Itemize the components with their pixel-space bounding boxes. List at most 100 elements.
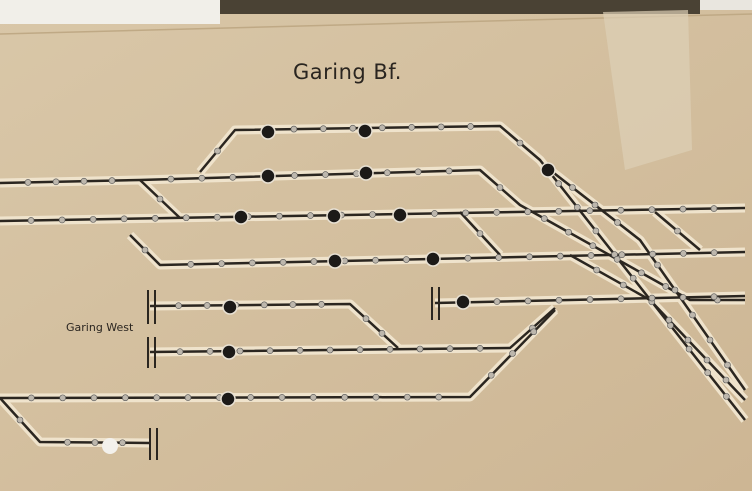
track-lamp xyxy=(362,315,370,322)
track-lamp xyxy=(617,295,625,303)
track-lamp xyxy=(723,393,730,400)
track-lamp xyxy=(27,217,35,224)
track-lamp xyxy=(618,251,626,259)
track-lamp xyxy=(176,348,184,355)
track-lamp xyxy=(24,179,32,186)
switch-button-hole xyxy=(222,299,238,315)
track-lamp xyxy=(378,124,386,132)
track-lamp xyxy=(52,178,60,186)
track-lamp xyxy=(587,252,595,259)
track-lamp xyxy=(435,393,442,401)
track-lamp xyxy=(667,322,674,329)
track-lamp xyxy=(122,394,129,402)
track-lamp xyxy=(648,206,656,213)
track-lamp xyxy=(266,347,274,354)
track-lamp xyxy=(710,249,718,256)
track-lamp xyxy=(593,266,600,274)
track-lamp xyxy=(175,302,182,310)
switch-button-hole xyxy=(540,162,556,178)
track-lamp xyxy=(108,177,116,184)
track-lamp xyxy=(416,345,424,353)
track-lamp xyxy=(291,172,298,179)
track-lamp xyxy=(369,211,376,218)
track-lamp xyxy=(617,206,625,214)
track-lamp xyxy=(431,210,438,217)
track-lamp xyxy=(187,261,195,268)
track-lamp xyxy=(638,269,645,277)
track-lamp xyxy=(710,293,718,301)
track-lamp xyxy=(307,212,314,219)
switch-button-hole xyxy=(392,207,408,223)
track-lamp xyxy=(167,175,175,183)
track-lamp xyxy=(320,125,327,132)
track-lamp xyxy=(356,346,364,353)
track-lamp xyxy=(89,216,97,223)
track-lamp xyxy=(684,336,692,344)
track-lamp xyxy=(674,227,681,235)
switch-button-hole xyxy=(357,123,373,139)
track-lamp xyxy=(654,261,661,269)
track-lamp xyxy=(464,254,472,262)
track-lamp xyxy=(341,393,348,401)
track-lamp xyxy=(64,438,71,446)
track-lamp xyxy=(91,439,99,446)
track-lamp xyxy=(462,209,469,217)
switch-button-hole xyxy=(260,168,276,184)
track-lamp xyxy=(206,348,214,355)
track-lamp xyxy=(403,256,410,263)
track-lamp xyxy=(526,253,533,261)
track-lamp xyxy=(487,371,495,379)
station-subtitle: Garing West xyxy=(66,321,134,334)
track-lamp xyxy=(203,302,211,309)
track-lamp xyxy=(80,177,88,185)
track-line xyxy=(129,234,746,267)
track-lamp xyxy=(378,330,386,337)
track-lamp xyxy=(120,215,128,223)
track-lamp xyxy=(516,139,524,147)
tape-strip xyxy=(603,10,692,170)
track-lamp xyxy=(16,416,24,424)
track-lamp xyxy=(493,298,501,305)
track-lamp xyxy=(156,195,164,203)
track-lamp xyxy=(706,336,714,344)
background-wall-right xyxy=(700,0,752,10)
track-lamp xyxy=(445,167,453,175)
track-lamp xyxy=(289,301,297,308)
track-lamp xyxy=(386,346,394,353)
switch-button-hole xyxy=(233,209,249,225)
track-lamp xyxy=(496,184,504,191)
track-lamp xyxy=(213,213,221,221)
track-lamp xyxy=(680,250,687,257)
track-lamp xyxy=(372,256,379,264)
track-lamp xyxy=(322,171,329,178)
track-lamp xyxy=(703,356,711,364)
track-lamp xyxy=(182,214,190,222)
track-lamp xyxy=(247,394,254,401)
track-lamp xyxy=(383,169,391,177)
track-lamp xyxy=(710,205,718,212)
station-title: Garing Bf. xyxy=(293,60,402,84)
track-lamp xyxy=(573,203,581,211)
track-lamp xyxy=(278,394,286,401)
track-lamp xyxy=(229,173,237,181)
track-lamp xyxy=(408,124,415,131)
track-lamp xyxy=(704,369,712,377)
track-lamp xyxy=(151,214,159,222)
track-lamp xyxy=(276,212,283,220)
track-lamp xyxy=(589,242,597,250)
track-lamp xyxy=(649,250,656,258)
track-lamp xyxy=(685,345,693,353)
track-lamp xyxy=(249,259,256,267)
track-lamp xyxy=(326,346,334,354)
track-lamp xyxy=(404,393,411,401)
track-lamp xyxy=(310,394,317,401)
track-lamp xyxy=(476,230,484,237)
track-lamp xyxy=(679,205,687,213)
track-lamps xyxy=(16,123,731,454)
track-lamp xyxy=(524,297,532,305)
track-lamp xyxy=(198,174,206,182)
track-lamp xyxy=(679,294,687,301)
track-lamp xyxy=(722,376,730,384)
track-lamp xyxy=(119,439,126,447)
